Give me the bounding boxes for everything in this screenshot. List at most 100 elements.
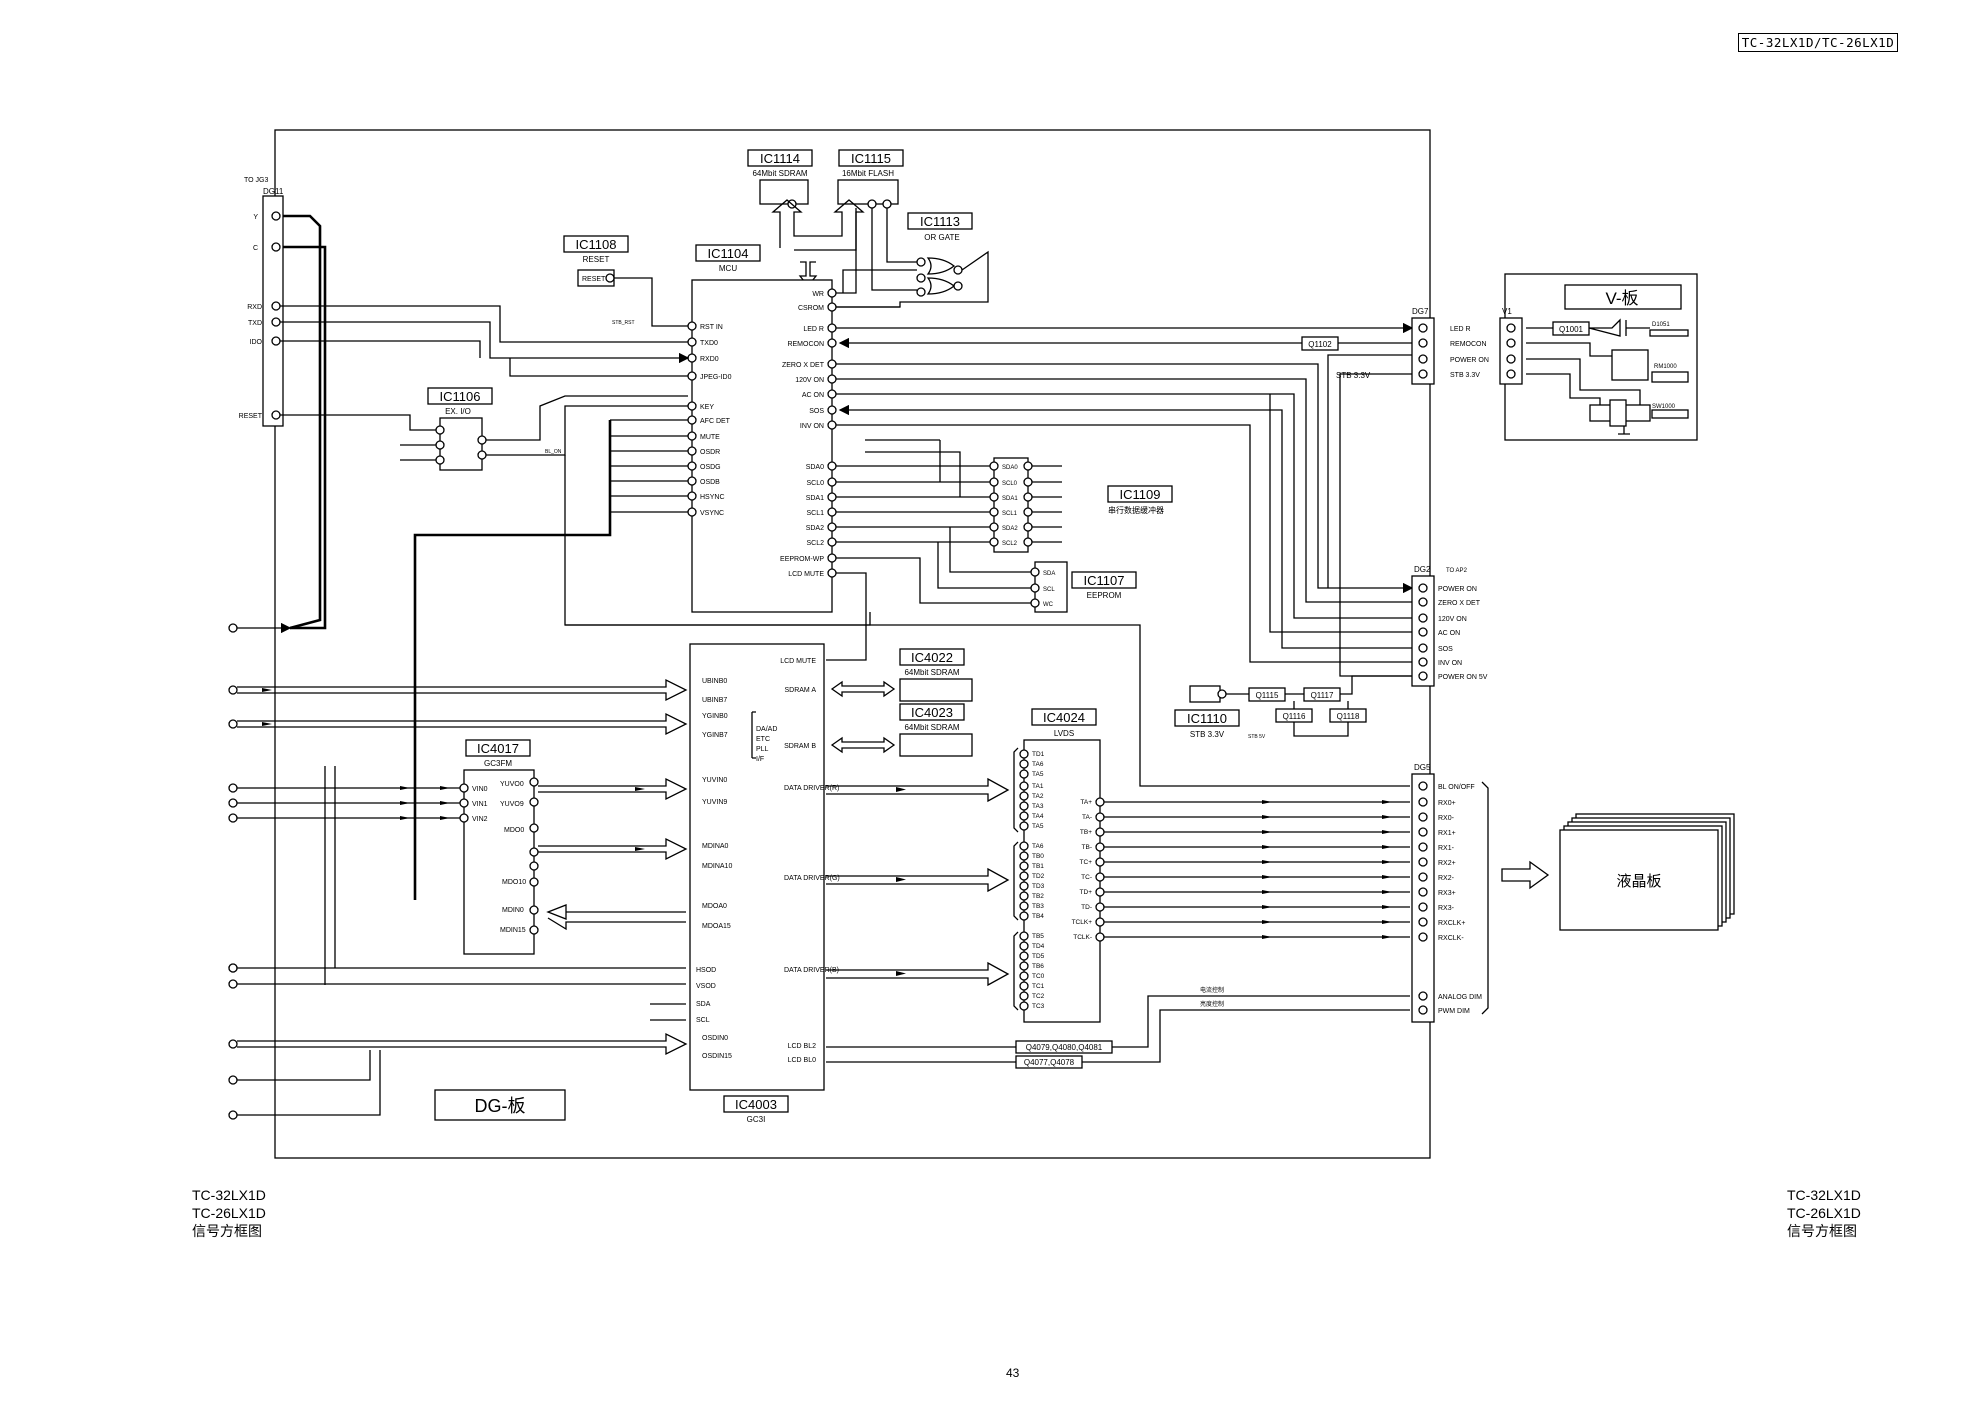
caption-right: TC-32LX1D TC-26LX1D 信号方框图 — [1787, 1186, 1861, 1240]
ic4003-pin: YGINB7 — [702, 732, 728, 739]
mcu-pin: SCL0 — [806, 480, 824, 487]
ic4024-pin: TD2 — [1032, 873, 1045, 880]
ic4003-pin: LCD BL0 — [788, 1057, 817, 1064]
dg-board-label-box — [434, 1089, 566, 1121]
ic4003-chip — [689, 643, 825, 1091]
dg11-note: TO JG3 — [244, 177, 268, 184]
ic4022-chip — [899, 678, 973, 702]
ic4003-pin: SDA — [696, 1001, 711, 1008]
ic4022-label-box — [899, 648, 965, 666]
ic4023-ref: IC4023 — [911, 705, 953, 720]
rm1000-label: RM1000 — [1654, 364, 1677, 370]
caption-right-line: 信号方框图 — [1787, 1223, 1857, 1239]
ic4024-desc: LVDS — [1054, 729, 1074, 738]
ic1110-chip — [1189, 685, 1221, 703]
dg2-pin: 120V ON — [1438, 616, 1467, 623]
ic4003-pin: SDRAM B — [784, 743, 816, 750]
dg5-pins: BL ON/OFF RX0+ RX0- RX1+ RX1- RX2+ RX2- … — [1418, 781, 1482, 1015]
dg5-pin: RX0- — [1438, 815, 1455, 822]
ic4017-pin: MDIN0 — [502, 907, 524, 914]
ic1114-ref: IC1114 — [760, 151, 800, 166]
dg7-pin: REMOCON — [1450, 341, 1487, 348]
dg2-pin: SOS — [1438, 646, 1453, 653]
ic4003-pin: VSOD — [696, 983, 716, 990]
ic4024-pin: TB0 — [1032, 853, 1044, 860]
ic4024-pin: TC0 — [1032, 973, 1045, 980]
ic4003-label-box — [723, 1095, 789, 1113]
q1118-label: Q1118 — [1337, 712, 1360, 721]
ic1109-label-box — [1107, 485, 1173, 503]
ic4024-pin: TD4 — [1032, 943, 1045, 950]
ic4024-pin: TB6 — [1032, 963, 1044, 970]
dg2-pin: INV ON — [1438, 660, 1462, 667]
mcu-pin: OSDB — [700, 479, 720, 486]
ic4003-pin: LCD BL2 — [788, 1043, 817, 1050]
dg7-pin: POWER ON — [1450, 357, 1489, 364]
dg5-pin: RX3- — [1438, 905, 1455, 912]
ic4024-pin: TA6 — [1032, 843, 1044, 850]
q1116-label: Q1116 — [1283, 712, 1306, 721]
ic4003-pin: MDINA0 — [702, 843, 729, 850]
ic4017-pin: YUVO9 — [500, 801, 524, 808]
ic4017-pins: VIN0 VIN1 VIN2 YUVO0 YUVO9 MDO0 MDO10 MD… — [459, 777, 539, 935]
ic1104-chip — [691, 279, 833, 613]
mcu-pin: EEPROM-WP — [780, 556, 824, 563]
ic1109-pin: SCL0 — [1002, 481, 1018, 487]
ic4024-out: TD- — [1081, 904, 1092, 911]
ic4024-pin: TB3 — [1032, 903, 1044, 910]
ic4003-pin: UBINB7 — [702, 697, 727, 704]
ic4003-pin: YUVIN9 — [702, 799, 727, 806]
ic4003-mid-text: DA/AD — [756, 726, 777, 733]
ic4003-pin: OSDIN0 — [702, 1035, 728, 1042]
mcu-pin: TXD0 — [700, 340, 718, 347]
ic4003-desc: GC3I — [747, 1115, 766, 1124]
dg11-pin-label: TXD — [248, 320, 262, 327]
vin-inputs — [228, 766, 460, 985]
ic1107-pins: SDA SCL WC — [1030, 567, 1055, 608]
ic4024-chip — [1023, 739, 1101, 1023]
ic4024-pin: TC2 — [1032, 993, 1045, 1000]
v1-connector — [1499, 317, 1523, 385]
dg5-pin: RX1+ — [1438, 830, 1456, 837]
dg5-connector — [1411, 773, 1435, 1023]
q1001-label: Q1001 — [1559, 325, 1584, 334]
mcu-pin: AFC DET — [700, 418, 731, 425]
ic1114-chip — [759, 179, 809, 205]
ic4017-pin: MDO0 — [504, 827, 524, 834]
ic4003-mid-text: I/F — [756, 756, 764, 763]
dg5-pin: RX0+ — [1438, 800, 1456, 807]
dg11-name: DG11 — [263, 187, 284, 196]
ic1115-desc: 16Mbit FLASH — [842, 169, 894, 178]
mcu-pin: SDA1 — [806, 495, 824, 502]
ic4024-out: TB+ — [1080, 829, 1092, 836]
ic4003-pin: UBINB0 — [702, 678, 727, 685]
ic4003-mid-text: PLL — [756, 746, 769, 753]
dg2-note: TO AP2 — [1446, 568, 1468, 574]
q4079-label: Q4079,Q4080,Q4081 — [1026, 1043, 1103, 1052]
ic4017-pin: MDIN15 — [500, 927, 526, 934]
ic4023-chip — [899, 733, 973, 757]
ic4024-out-pins: TA+ TA- TB+ TB- TC+ TC- TD+ TD- TCLK+ TC… — [1072, 797, 1105, 942]
stb-rst-note: STB_RST — [612, 320, 635, 326]
ic1113-gates — [916, 257, 963, 297]
ic4023-label-box — [899, 703, 965, 721]
dg2-pin: POWER ON — [1438, 586, 1477, 593]
v-board-label-box — [1564, 284, 1682, 310]
dg5-pin: PWM DIM — [1438, 1008, 1470, 1015]
caption-left-line: 信号方框图 — [192, 1223, 262, 1239]
mcu-pin: SDA0 — [806, 464, 824, 471]
pwm-dim-note: 亮度控制 — [1200, 1000, 1224, 1008]
ic4022-ref: IC4022 — [911, 650, 953, 665]
dg5-pin: ANALOG DIM — [1438, 994, 1482, 1001]
data-driver-arrows — [826, 747, 1019, 1011]
ic4024-pin: TA2 — [1032, 793, 1044, 800]
ic1110-label-box — [1174, 709, 1240, 727]
dg5-pin: RX2- — [1438, 875, 1455, 882]
ic4003-pin: OSDIN15 — [702, 1053, 732, 1060]
ic4003-pin: MDOA15 — [702, 923, 731, 930]
lvds-bus — [1104, 800, 1410, 939]
mcu-pin: KEY — [700, 404, 714, 411]
model-code-header: TC-32LX1D/TC-26LX1D — [1738, 33, 1898, 52]
v1-name: V1 — [1502, 307, 1512, 316]
ic4024-out: TD+ — [1080, 889, 1093, 896]
